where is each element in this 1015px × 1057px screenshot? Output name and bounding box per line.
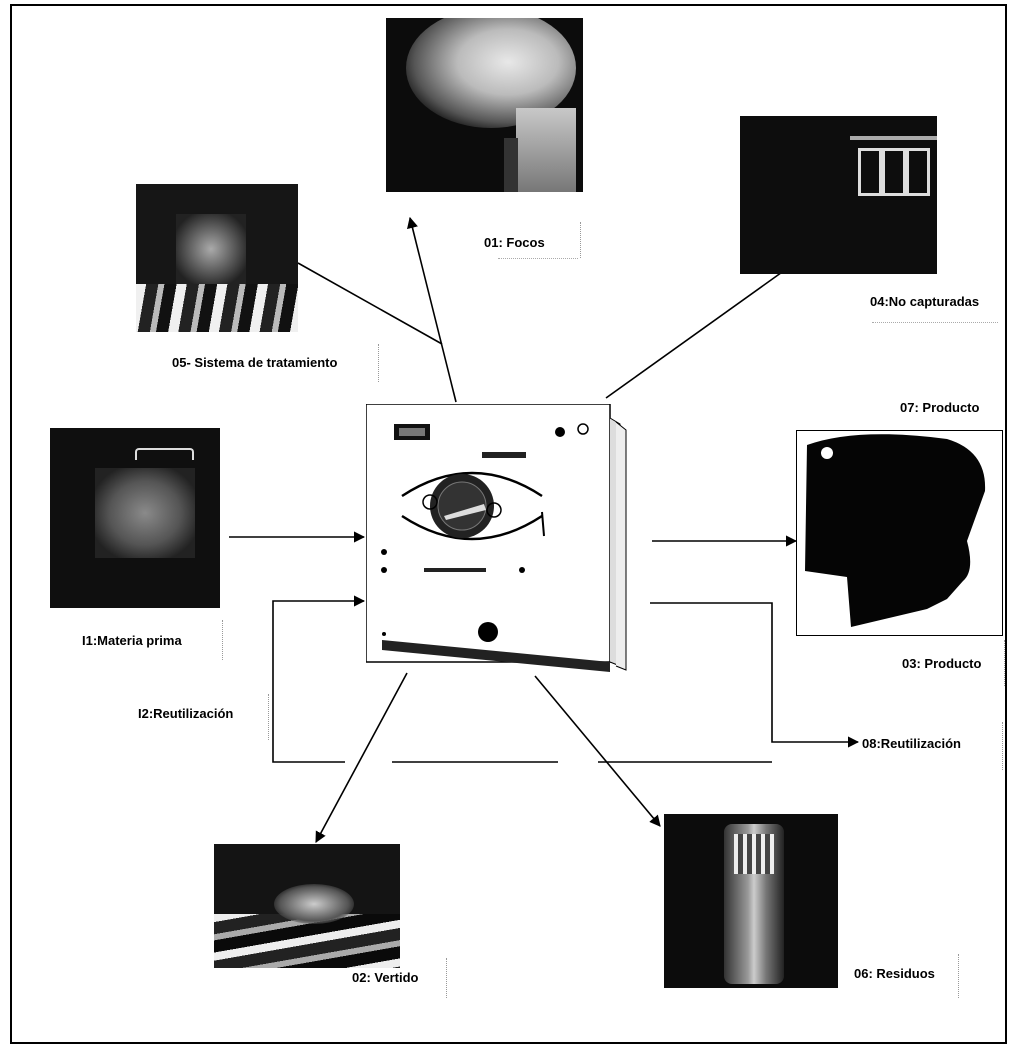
arrow-reutilizacion-08 (650, 602, 860, 748)
diagram-frame (10, 4, 1007, 1044)
label-producto-07: 07: Producto (900, 400, 980, 415)
label-reutilizacion-i2: I2:Reutilización (138, 706, 234, 721)
arrow-focos (407, 216, 457, 403)
label-tick (958, 954, 959, 998)
label-vertido: 02: Vertido (352, 970, 419, 985)
arrow-no-capturadas (605, 269, 786, 399)
label-tick (222, 620, 223, 660)
label-producto-03: 03: Producto (902, 656, 982, 671)
label-sistema-tratamiento: 05- Sistema de tratamiento (172, 355, 338, 370)
factory-windows-photo (740, 116, 937, 274)
label-reutilizacion-08: 08:Reutilización (862, 736, 961, 751)
label-tick (268, 694, 269, 740)
arrow-residuos (534, 675, 661, 827)
garment-product-photo (796, 430, 1003, 636)
arrow-sistema (297, 262, 443, 345)
arrow-vertido (315, 672, 408, 843)
label-tick (446, 958, 447, 998)
label-focos: 01: Focos (484, 235, 545, 250)
treatment-system-photo (136, 184, 298, 332)
label-underline (498, 258, 578, 259)
label-tick (1002, 722, 1003, 770)
spill-photo (214, 844, 400, 968)
label-no-capturadas: 04:No capturadas (870, 294, 980, 309)
label-tick (378, 344, 379, 382)
arrow-reutilizacion-i2 (272, 595, 366, 763)
label-tick (1004, 640, 1005, 686)
raw-material-bag-photo (50, 428, 220, 608)
label-tick (580, 222, 581, 258)
label-materia-prima: I1:Materia prima (82, 633, 182, 648)
waste-container-photo (664, 814, 838, 988)
label-underline (872, 322, 998, 323)
label-residuos: 06: Residuos (854, 966, 935, 981)
dry-cleaning-machine-icon (365, 403, 652, 674)
smoke-emissions-photo (386, 18, 583, 192)
